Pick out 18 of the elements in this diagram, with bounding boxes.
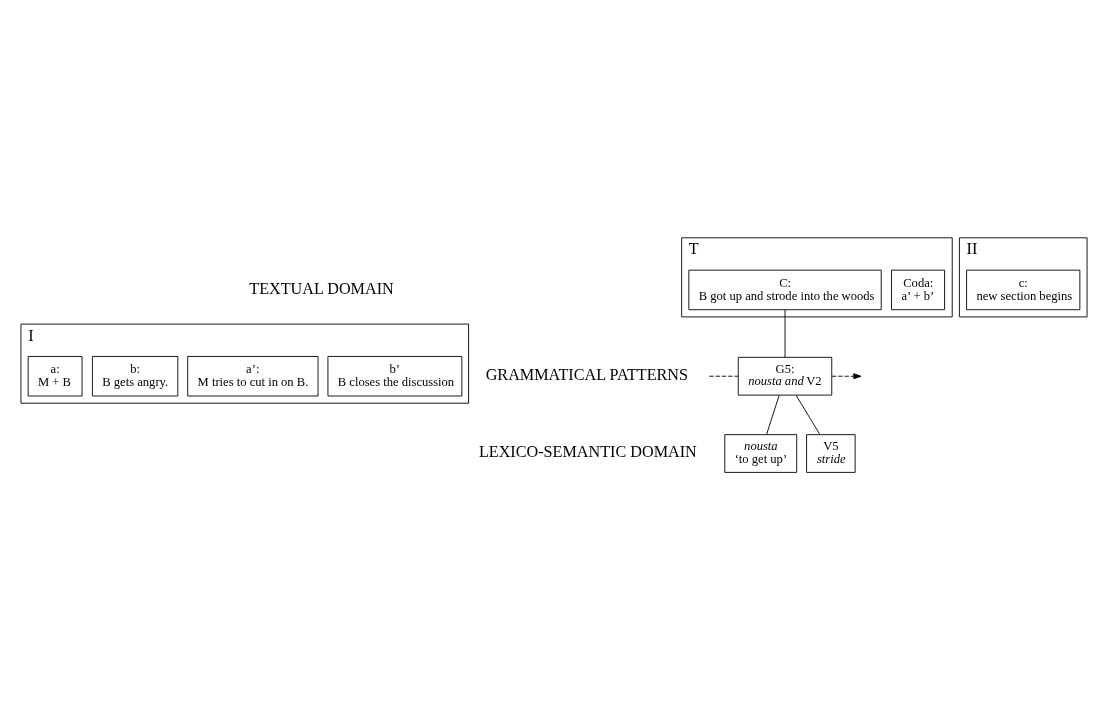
connector — [795, 394, 821, 435]
node-box: nousta ‘to get up’ — [724, 433, 798, 473]
node-box: G5: nousta and V2 — [737, 356, 833, 396]
node-box: Coda: a’ + b’ — [891, 269, 946, 310]
node-box: V5 stride — [806, 433, 856, 473]
connector — [708, 375, 739, 377]
label: LEXICO-SEMANTIC DOMAIN — [478, 442, 697, 460]
node-box: a: M + B — [27, 355, 83, 396]
connector — [784, 309, 786, 358]
connector — [766, 394, 780, 435]
node-box: b’ B closes the discussion — [327, 355, 463, 396]
node-box: C: B got up and strode into the woods — [688, 269, 882, 310]
label: TEXTUAL DOMAIN — [249, 279, 394, 297]
node-box: b: B gets angry. — [91, 355, 179, 396]
label: GRAMMATICAL PATTERNS — [485, 365, 689, 383]
arrow — [831, 372, 862, 379]
node-box: c: new section begins — [966, 269, 1081, 310]
node-box: a’: M tries to cut in on B. — [187, 355, 319, 396]
